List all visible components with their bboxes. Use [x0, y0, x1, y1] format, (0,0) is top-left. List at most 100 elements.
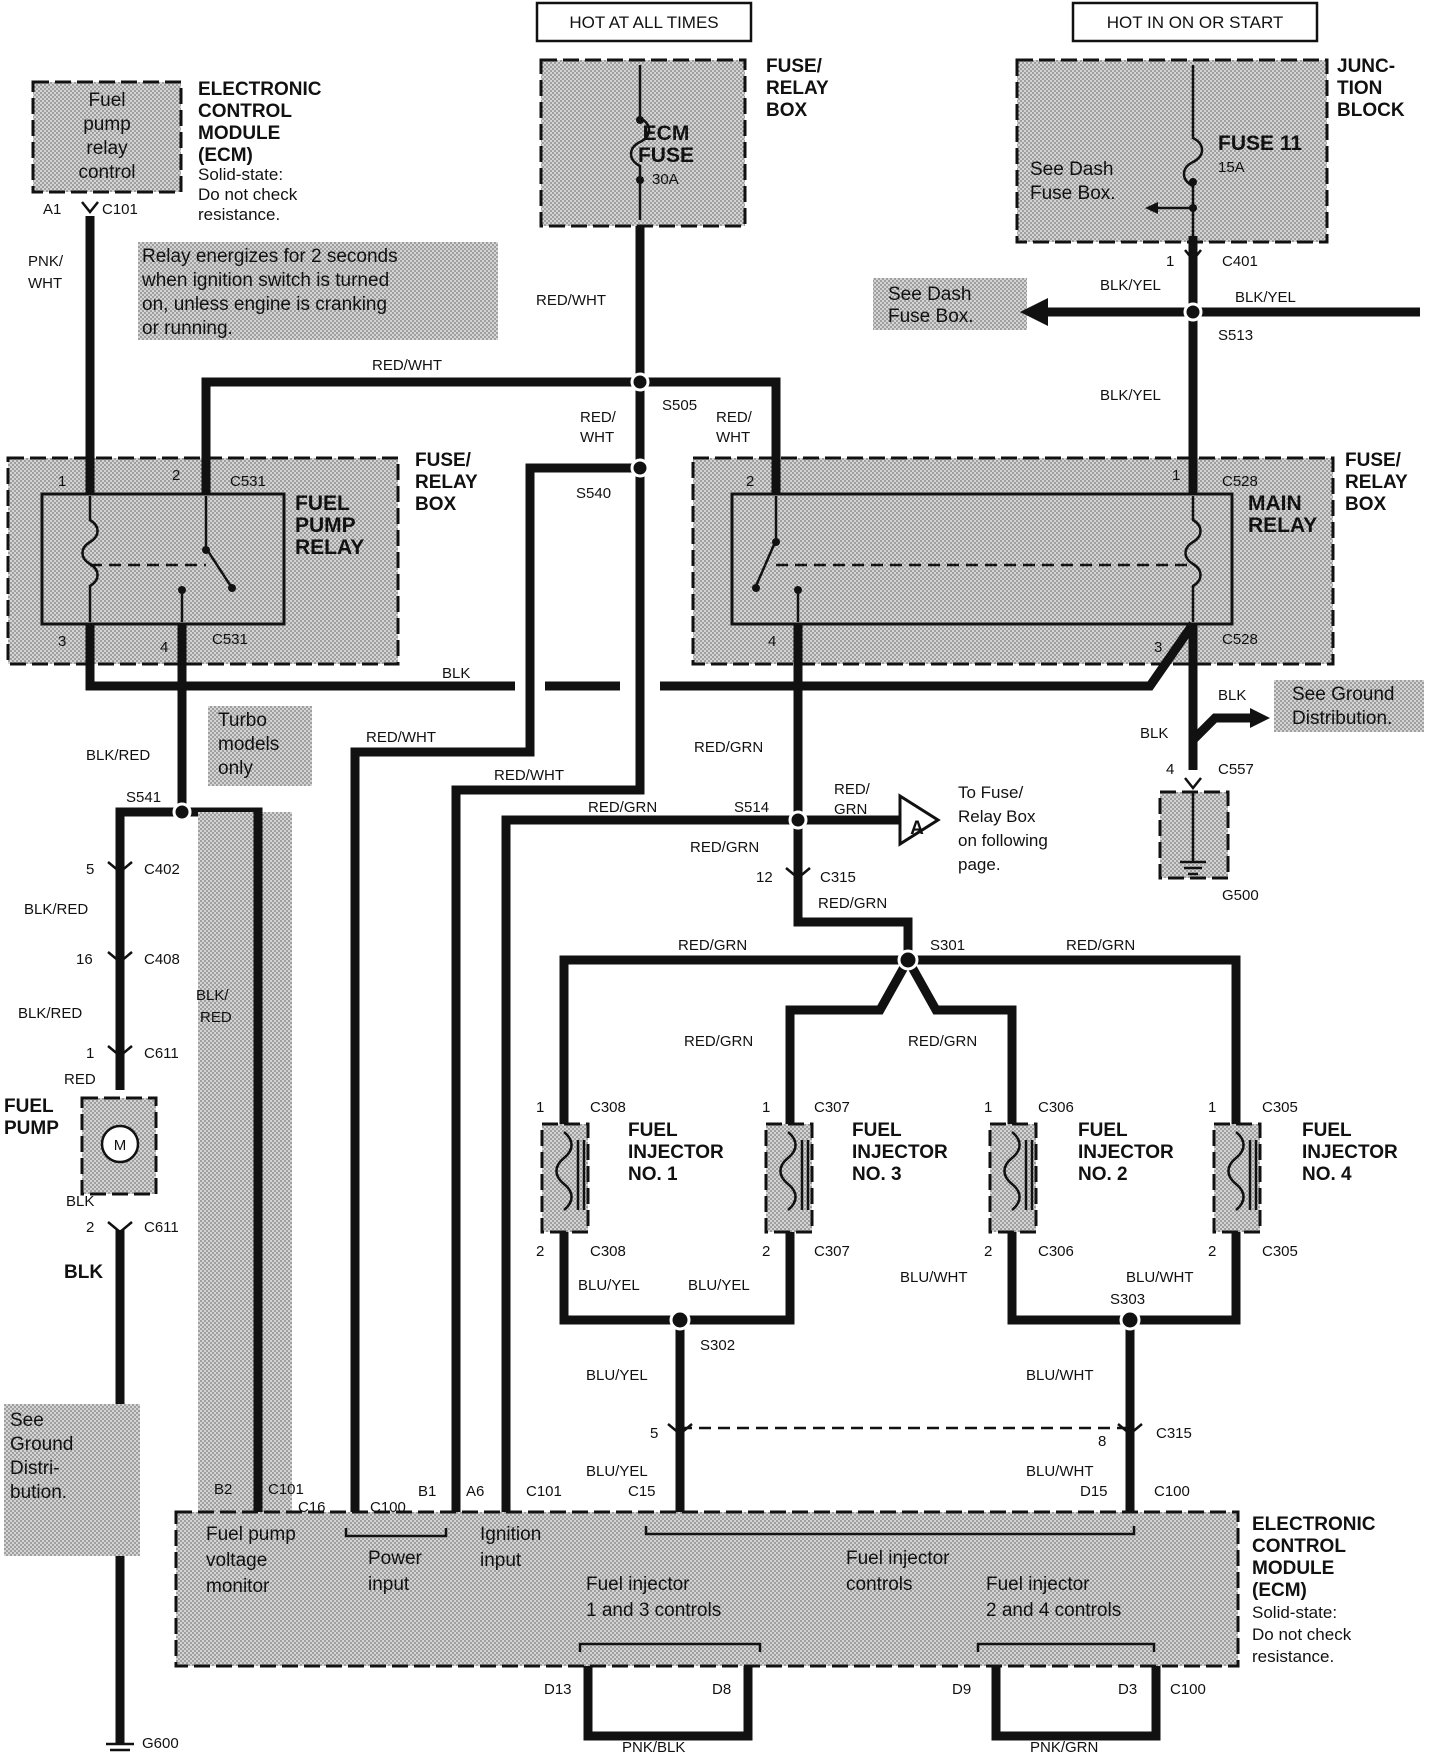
- ecm-top-title-3: MODULE: [198, 123, 280, 144]
- mr-pin-1: 1: [1172, 467, 1180, 484]
- blk-yel-label-c: BLK/YEL: [1100, 387, 1161, 404]
- inj2-pin2: 2: [984, 1243, 992, 1260]
- s541-label: S541: [126, 789, 161, 806]
- junction-title-3: BLOCK: [1337, 100, 1405, 121]
- fuse-box-top-title-1: FUSE/: [766, 56, 823, 77]
- hot-in-on-or-start-box: HOT IN ON OR START: [1071, 1, 1319, 43]
- s513-label: S513: [1218, 327, 1253, 344]
- gd-left-3: Distri-: [10, 1458, 60, 1479]
- fpr-coil: [81, 496, 99, 622]
- g600-ground-icon: [106, 1742, 134, 1752]
- main-relay-box: MAIN RELAY 2 1 C528 4 3 C528: [691, 456, 1335, 666]
- c611-pin2: 2: [86, 1219, 94, 1236]
- inj1-name-2: INJECTOR: [628, 1142, 724, 1163]
- fuel-pump-relay-name-1: FUEL: [295, 492, 350, 515]
- c315-label-b: C315: [1156, 1425, 1192, 1442]
- c315-label-a: C315: [820, 869, 856, 886]
- junction-note-2: Fuse Box.: [1030, 183, 1116, 204]
- pin-d3: D3: [1118, 1681, 1137, 1698]
- inj2-name-1: FUEL: [1078, 1120, 1128, 1141]
- pin-b2: B2: [214, 1481, 232, 1498]
- turbo-note-2: models: [218, 734, 279, 755]
- fuel-pump-label-2: PUMP: [4, 1118, 59, 1139]
- inj3-name-2: INJECTOR: [852, 1142, 948, 1163]
- inj13-bracket: [578, 1642, 762, 1652]
- mr-pin-2: 2: [746, 473, 754, 490]
- fuel-pump-relay-box-title: FUSE/ RELAY BOX: [415, 450, 478, 515]
- fuel-injector-2: 1 C306 2 C306 FUEL INJECTOR NO. 2: [984, 1099, 1174, 1260]
- splice-s302: [669, 1309, 691, 1331]
- red-grn-label-b: RED/GRN: [588, 799, 657, 816]
- ecm-top-box-line-4: control: [78, 162, 135, 183]
- see-dash-2: Fuse Box.: [888, 306, 974, 327]
- inj2-pin1: 1: [984, 1099, 992, 1116]
- fuse-box-top-title-3: BOX: [766, 100, 808, 121]
- c401-label: C401: [1222, 253, 1258, 270]
- inj1-pin2: 2: [536, 1243, 544, 1260]
- splice-s301: [897, 949, 919, 971]
- inj4-pin2: 2: [1208, 1243, 1216, 1260]
- c402-pin: 5: [86, 861, 94, 878]
- blu-yel-label-d: BLU/YEL: [586, 1463, 648, 1480]
- blu-yel-label-b: BLU/YEL: [688, 1277, 750, 1294]
- ecm-fuse-label-1: ECM: [643, 122, 690, 145]
- relay-note-1: Relay energizes for 2 seconds: [142, 246, 398, 267]
- ecm-bottom-note-1: Solid-state:: [1252, 1603, 1337, 1622]
- blk-red-label-c: BLK/RED: [18, 1005, 82, 1022]
- c402-label: C402: [144, 861, 180, 878]
- c408-pin: 16: [76, 951, 93, 968]
- pnk-wht-label-1: PNK/: [28, 253, 64, 270]
- gd-left-2: Ground: [10, 1434, 73, 1455]
- pnk-blk-label: PNK/BLK: [622, 1739, 685, 1754]
- blk-red-split-2: RED: [200, 1009, 232, 1026]
- relay-note: Relay energizes for 2 seconds when ignit…: [138, 242, 498, 340]
- fpr-box-title-1: FUSE/: [415, 450, 472, 471]
- junction-note-1: See Dash: [1030, 159, 1113, 180]
- inj1-name-3: NO. 1: [628, 1164, 678, 1185]
- blu-yel-label-a: BLU/YEL: [578, 1277, 640, 1294]
- ecm-bottom-title-4: (ECM): [1252, 1580, 1307, 1601]
- inj4-name-3: NO. 4: [1302, 1164, 1352, 1185]
- gd-right-1: See Ground: [1292, 684, 1394, 705]
- fuel-injector-3: 1 C307 2 C307 FUEL INJECTOR NO. 3: [762, 1099, 948, 1260]
- blk-red-label-b: BLK/RED: [24, 901, 88, 918]
- ecm-top-box-line-2: pump: [83, 114, 131, 135]
- g500-label: G500: [1222, 887, 1259, 904]
- ecm-top-title-4: (ECM): [198, 145, 253, 166]
- inj3-c307-top: C307: [814, 1099, 850, 1116]
- inj4-pin1: 1: [1208, 1099, 1216, 1116]
- inj3-pin2: 2: [762, 1243, 770, 1260]
- c611-label-a: C611: [144, 1045, 179, 1062]
- blu-wht-label-d: BLU/WHT: [1026, 1463, 1094, 1480]
- blk-label-bold: BLK: [64, 1262, 103, 1283]
- c315-pin12: 12: [756, 869, 773, 886]
- turbo-note-3: only: [218, 758, 253, 779]
- c315-pin8: 8: [1098, 1433, 1106, 1450]
- fuel-pump-relay-name-2: PUMP: [295, 514, 356, 537]
- c408-label: C408: [144, 951, 180, 968]
- fpr-pin-3: 3: [58, 633, 66, 650]
- junction-title-2: TION: [1337, 78, 1382, 99]
- red-wht-split-2: WHT: [580, 429, 614, 446]
- ecm-fuse-label-2: FUSE: [638, 144, 694, 167]
- pin-c15: C15: [628, 1483, 656, 1500]
- red-grn-label-g: RED/GRN: [684, 1033, 753, 1050]
- main-relay-name-1: MAIN: [1248, 492, 1302, 515]
- inj2-c306-bottom: C306: [1038, 1243, 1074, 1260]
- ecm-top-box-line-1: Fuel: [89, 90, 126, 111]
- inj24-bracket: [976, 1642, 1156, 1652]
- ecm-bottom-note-3: resistance.: [1252, 1647, 1334, 1666]
- c315-pin5: 5: [650, 1425, 658, 1442]
- splice-s505: [630, 372, 650, 392]
- blu-yel-label-c: BLU/YEL: [586, 1367, 648, 1384]
- motor-symbol: M: [114, 1137, 127, 1154]
- mr-connector-bottom: C528: [1222, 631, 1258, 648]
- fuel-pump-relay-name-3: RELAY: [295, 536, 364, 559]
- pin-d13: D13: [544, 1681, 572, 1698]
- gd-left-4: bution.: [10, 1482, 67, 1503]
- ecm-ign-2: input: [480, 1550, 522, 1571]
- fpr-pin-2: 2: [172, 467, 180, 484]
- red-wht-label-d: RED/WHT: [494, 767, 564, 784]
- ecm-inj24-1: Fuel injector: [986, 1574, 1090, 1595]
